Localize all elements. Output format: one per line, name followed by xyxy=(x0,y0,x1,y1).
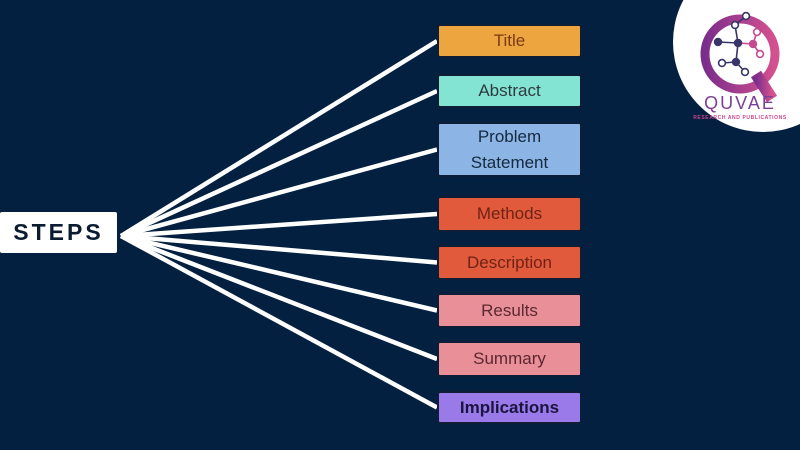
steps-root-node[interactable]: STEPS xyxy=(0,212,117,253)
quvae-tagline: RESEARCH AND PUBLICATIONS xyxy=(693,115,787,121)
quvae-wordmark: QUVAE xyxy=(704,93,776,113)
connector-line xyxy=(120,88,438,239)
step-box-problem-statement[interactable]: Problem Statement xyxy=(437,122,582,177)
connector-line xyxy=(120,233,438,313)
step-box-description[interactable]: Description xyxy=(437,245,582,280)
connector-line xyxy=(120,233,438,362)
step-box-summary[interactable]: Summary xyxy=(437,341,582,377)
connector-line xyxy=(119,234,439,410)
step-box-title[interactable]: Title xyxy=(437,24,582,58)
connector-line xyxy=(120,211,438,239)
connector-line xyxy=(119,39,439,238)
step-box-implications[interactable]: Implications xyxy=(437,391,582,424)
connector-line xyxy=(120,147,438,239)
quvae-logo-icon xyxy=(673,0,800,132)
step-box-abstract[interactable]: Abstract xyxy=(437,74,582,108)
connector-line xyxy=(120,233,438,265)
step-box-methods[interactable]: Methods xyxy=(437,196,582,232)
step-box-results[interactable]: Results xyxy=(437,293,582,328)
steps-label: STEPS xyxy=(13,219,104,245)
quvae-logo: QUVAE RESEARCH AND PUBLICATIONS xyxy=(650,0,800,150)
